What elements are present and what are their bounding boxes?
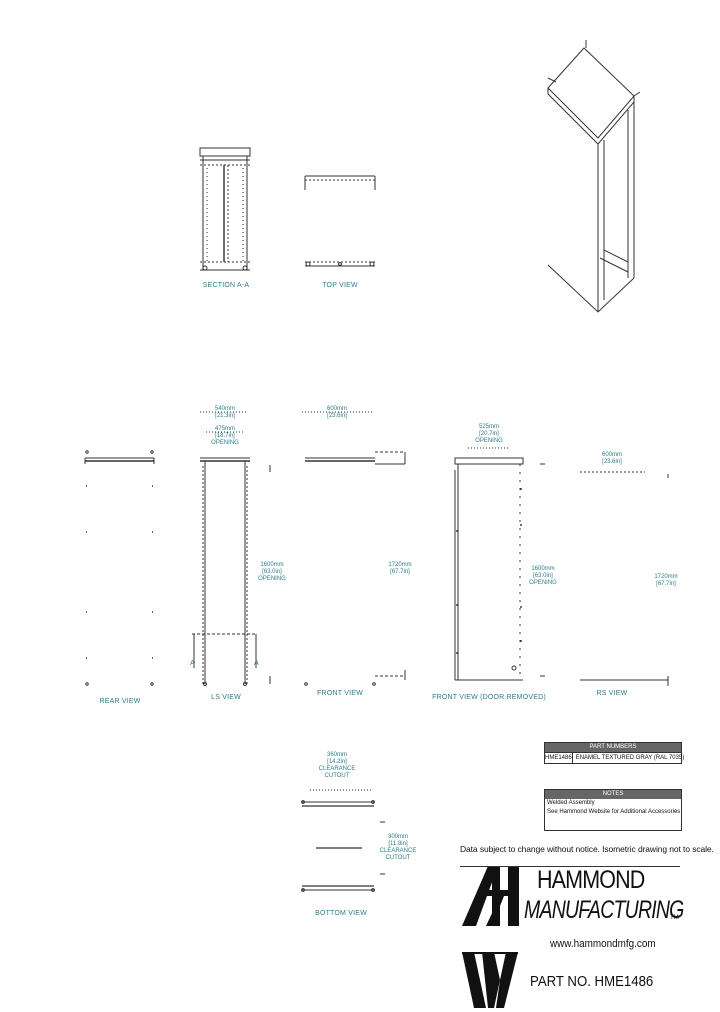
- front-view-label: FRONT VIEW: [317, 690, 363, 697]
- bottom-view-drawing: [301, 789, 385, 892]
- section-marker-right: A: [254, 660, 259, 667]
- disclaimer-text: Data subject to change without notice. I…: [460, 844, 714, 854]
- part-number-cell: HME1486: [545, 753, 573, 763]
- section-aa-label: SECTION A-A: [202, 282, 250, 289]
- rs-top-dimension: 600mm [23.6in]: [601, 452, 623, 465]
- part-numbers-header: PART NUMBERS: [545, 743, 681, 752]
- ls-view-drawing: [192, 411, 271, 686]
- top-view-drawing: [304, 175, 376, 267]
- title-block-rule: [460, 866, 680, 867]
- table-row: HME1486 ENAMEL TEXTURED GRAY (RAL 7035): [545, 752, 684, 763]
- note-line: See Hammond Website for Additional Acces…: [547, 809, 681, 815]
- ls-width-dimension: 475mm [18.7in] OPENING: [211, 426, 239, 446]
- brand-name-line2: MANUFACTURING: [524, 896, 684, 924]
- rs-view-drawing: [580, 471, 669, 686]
- rs-view-label: RS VIEW: [596, 690, 628, 697]
- ls-top-dimension: 540mm [21.3in]: [214, 406, 236, 419]
- part-number-title: PART NO. HME1486: [530, 973, 654, 990]
- note-line: Welded Assembly: [547, 800, 595, 806]
- rear-view-drawing: [84, 450, 155, 686]
- door-height-dimension: 1600mm [63.0in] OPENING: [529, 566, 557, 586]
- notes-table: NOTES Welded Assembly See Hammond Websit…: [544, 789, 682, 831]
- front-height-dimension: 1720mm [67.7in]: [388, 562, 412, 575]
- notes-header: NOTES: [545, 790, 681, 799]
- section-aa-drawing: [199, 147, 251, 271]
- isometric-drawing: [547, 40, 641, 313]
- front-view-door-removed-label: FRONT VIEW (DOOR REMOVED): [432, 694, 546, 701]
- rear-view-label: REAR VIEW: [99, 698, 141, 705]
- top-view-label: TOP VIEW: [322, 282, 358, 289]
- bottom-top-dimension: 360mm [14.2in] CLEARANCE CUTOUT: [318, 752, 356, 779]
- hammond-logo-mark: [462, 866, 519, 1008]
- trademark-mark: TM: [670, 915, 679, 921]
- ls-height-dimension: 1600mm [63.0in] OPENING: [258, 562, 286, 582]
- front-top-dimension: 600mm [23.6in]: [326, 406, 348, 419]
- door-top-dimension: 525mm [20.7in] OPENING: [475, 424, 503, 444]
- front-view-door-removed-drawing: [454, 447, 545, 681]
- bottom-side-dimension: 300mm [11.8in] CLEARANCE CUTOUT: [379, 834, 417, 861]
- part-description-cell: ENAMEL TEXTURED GRAY (RAL 7035): [575, 755, 685, 761]
- bottom-view-label: BOTTOM VIEW: [315, 910, 367, 917]
- brand-name-line1: HAMMOND: [537, 866, 645, 894]
- front-view-drawing: [302, 411, 406, 686]
- section-marker-left: A: [190, 660, 195, 667]
- ls-view-label: LS VIEW: [211, 694, 241, 701]
- rs-height-dimension: 1720mm [67.7in]: [654, 574, 678, 587]
- website-url: www.hammondmfg.com: [550, 938, 656, 950]
- part-numbers-table: PART NUMBERS HME1486 ENAMEL TEXTURED GRA…: [544, 742, 684, 764]
